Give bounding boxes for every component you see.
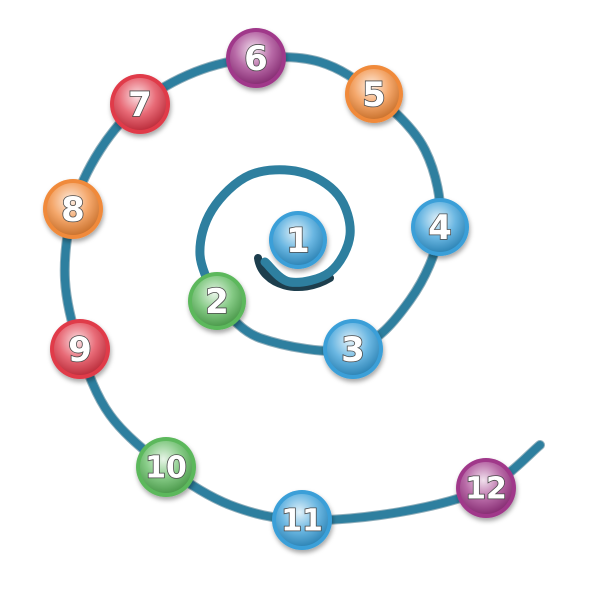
spiral-node-fill <box>327 323 379 375</box>
spiral-node-label: 10 <box>145 451 187 486</box>
spiral-node-fill <box>192 276 242 326</box>
spiral-node-label: 6 <box>244 39 268 79</box>
spiral-node-label: 3 <box>341 330 365 370</box>
spiral-node-fill <box>54 323 106 375</box>
spiral-node-12: 12 <box>456 458 516 518</box>
spiral-node-9: 9 <box>50 319 110 379</box>
spiral-inner-track <box>195 165 355 306</box>
spiral-node-2: 2 <box>188 272 246 330</box>
spiral-node-fill <box>273 215 323 265</box>
spiral-node-10: 10 <box>136 437 196 497</box>
spiral-node-11: 11 <box>272 490 332 550</box>
spiral-node-label: 5 <box>362 75 386 115</box>
spiral-node-3: 3 <box>323 319 383 379</box>
spiral-node-1: 1 <box>269 211 327 269</box>
spiral-node-label: 8 <box>61 190 85 230</box>
spiral-node-fill <box>460 462 512 514</box>
spiral-node-label: 12 <box>465 472 507 507</box>
spiral-node-label: 2 <box>205 282 229 322</box>
spiral-node-label: 1 <box>286 221 310 261</box>
spiral-inner-shadow <box>254 254 334 292</box>
spiral-node-4: 4 <box>411 198 469 256</box>
spiral-node-label: 11 <box>281 504 323 539</box>
spiral-node-label: 4 <box>428 208 452 248</box>
spiral-node-label: 9 <box>68 330 92 370</box>
spiral-node-fill <box>230 32 282 84</box>
spiral-node-8: 8 <box>43 179 103 239</box>
spiral-node-fill <box>415 202 465 252</box>
spiral-node-fill <box>114 78 166 130</box>
spiral-node-label: 7 <box>128 85 152 125</box>
spiral-node-5: 5 <box>345 65 403 123</box>
spiral-node-fill <box>276 494 328 546</box>
spiral-node-fill <box>140 441 192 493</box>
spiral-node-6: 6 <box>226 28 286 88</box>
spiral-node-fill <box>47 183 99 235</box>
spiral-node-7: 7 <box>110 74 170 134</box>
spiral-node-fill <box>349 69 399 119</box>
